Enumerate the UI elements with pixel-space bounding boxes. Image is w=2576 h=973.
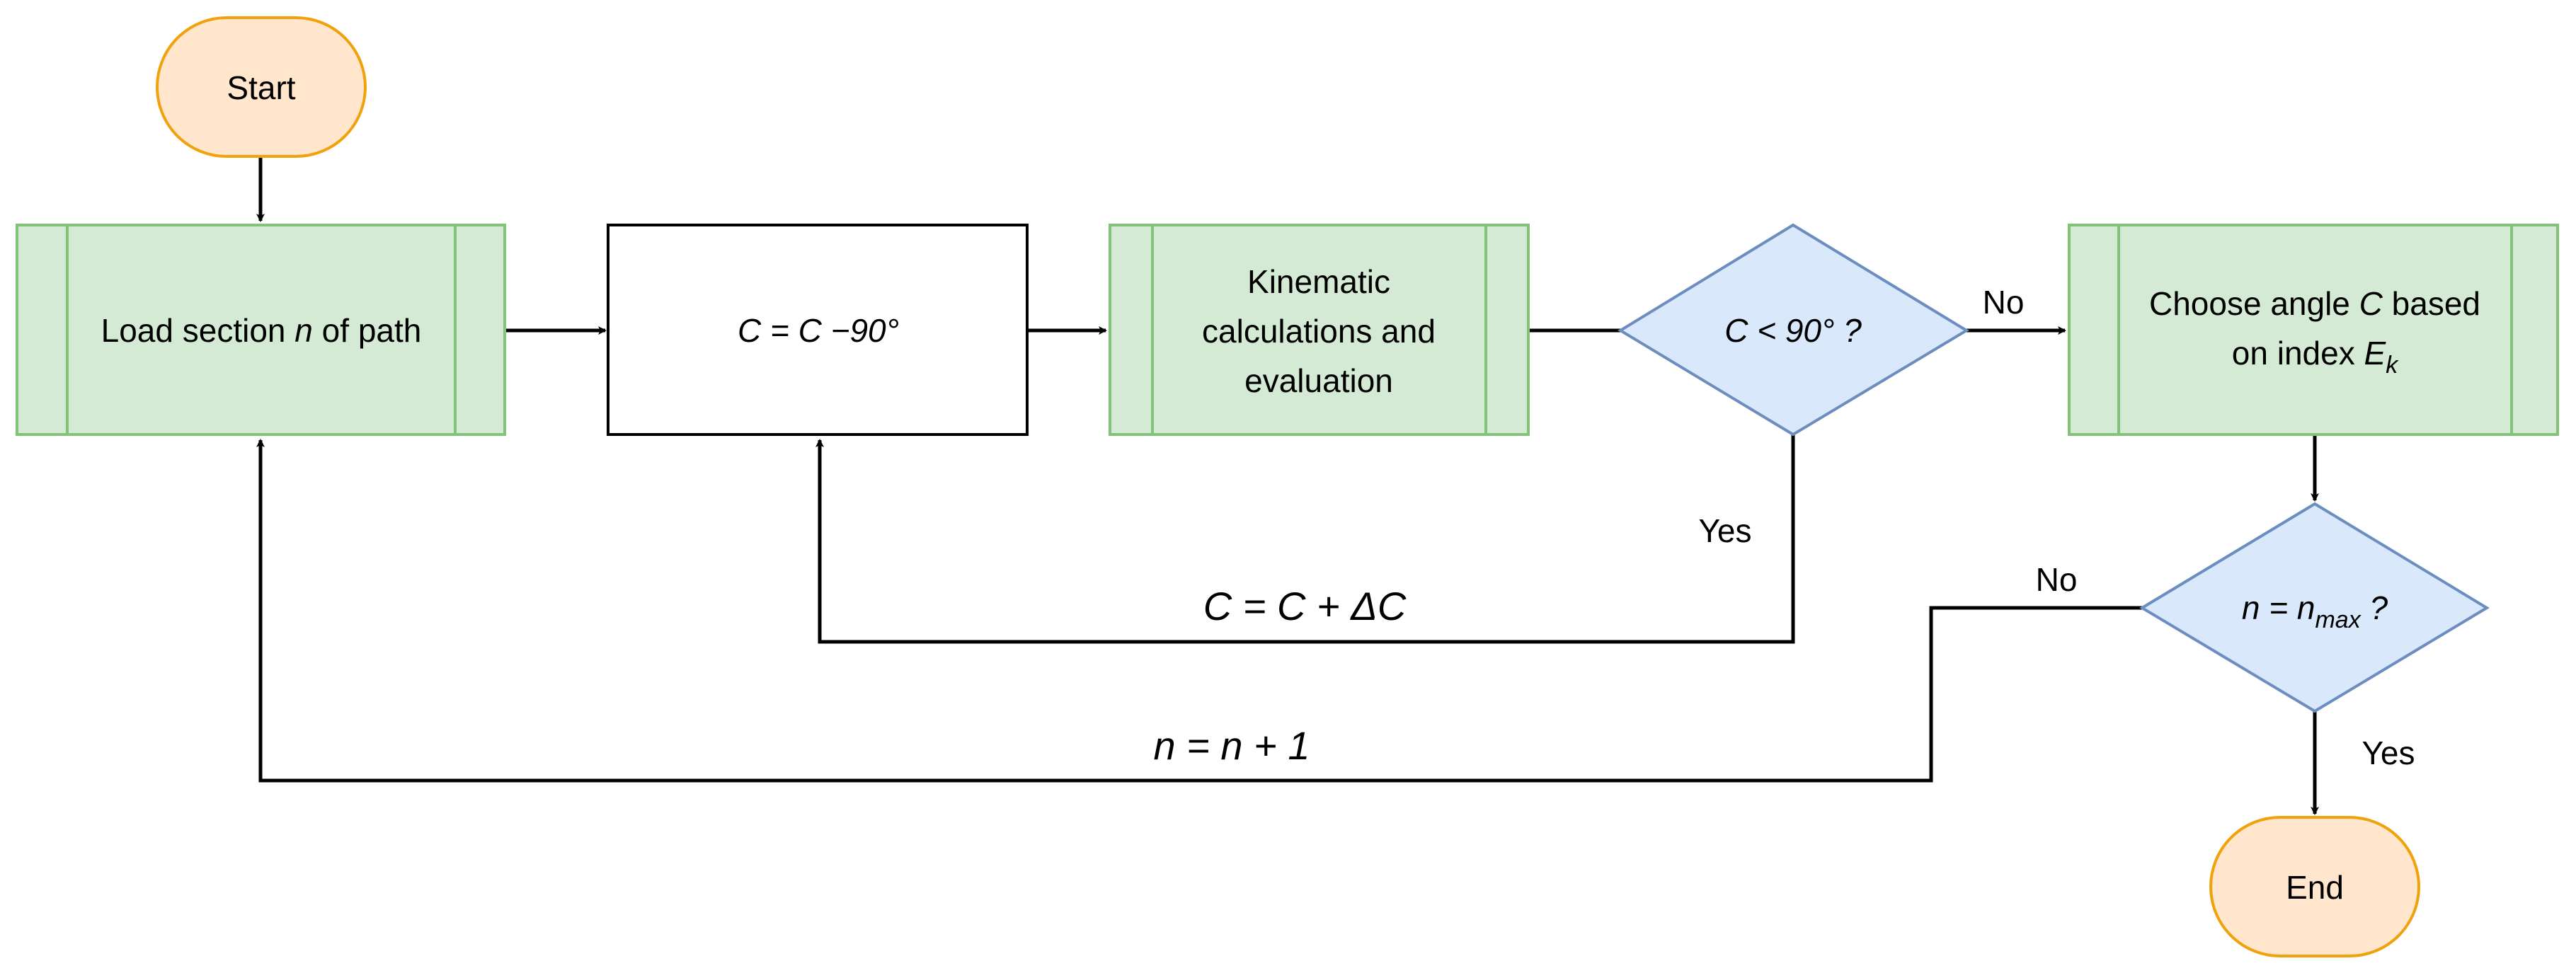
choose-angle-line2-var-e: E — [2364, 335, 2387, 372]
n-check-node: n = nmax ? — [2139, 502, 2490, 713]
choose-angle-line1-var-c: C — [2359, 285, 2383, 322]
start-terminal-shape — [156, 16, 367, 158]
end-label: End — [2286, 869, 2344, 906]
rotate-process-shape — [607, 224, 1029, 436]
kinematic-label-line-2: calculations and — [1202, 313, 1436, 350]
load-section-label: Load section n of path — [101, 312, 422, 349]
choose-angle-line1-part-1: Choose angle — [2149, 285, 2359, 322]
kinematic-node: Kinematic calculations and evaluation — [1109, 224, 1530, 436]
angle-yes-label: Yes — [1698, 512, 1751, 549]
angle-check-label: C < 90° ? — [1724, 312, 1862, 349]
n-check-label-part-1: n = n — [2242, 589, 2315, 626]
n-yes-label: Yes — [2362, 735, 2415, 771]
load-section-label-part-3: of path — [313, 312, 421, 349]
n-no-label: No — [2036, 561, 2078, 598]
end-terminal-shape — [2209, 816, 2420, 957]
edge-angle-yes-loop — [815, 434, 1795, 644]
choose-angle-line2-part-1: on index — [2232, 335, 2364, 372]
rotate-label: C = C −90° — [738, 312, 899, 349]
choose-angle-line1-part-3: based — [2383, 285, 2480, 322]
increment-c-label: C = C + ΔC — [1203, 584, 1407, 628]
angle-check-decision-shape — [1618, 223, 1969, 437]
choose-angle-label-line-2: on index Ek — [2232, 335, 2399, 379]
kinematic-label-line-3: evaluation — [1244, 362, 1393, 399]
load-section-shape — [16, 224, 506, 436]
kinematic-label-line-1: Kinematic — [1247, 263, 1390, 300]
rotate-node: C = C −90° — [607, 224, 1029, 436]
start-node: Start — [156, 16, 367, 158]
angle-no-label: No — [1983, 284, 2025, 321]
kinematic-shape — [1109, 224, 1530, 436]
load-section-label-part-1: Load section — [101, 312, 295, 349]
start-label: Start — [227, 69, 295, 106]
angle-check-node: C < 90° ? — [1618, 223, 1969, 437]
increment-n-label: n = n + 1 — [1153, 723, 1310, 768]
edges — [256, 157, 2319, 815]
load-section-label-var-n: n — [294, 312, 313, 349]
edge-labels: No Yes C = C + ΔC No Yes n = n + 1 — [1153, 284, 2415, 771]
n-check-label: n = nmax ? — [2242, 589, 2388, 633]
end-node: End — [2209, 816, 2420, 957]
choose-angle-shape — [2068, 224, 2559, 436]
choose-angle-label-line-1: Choose angle C based — [2149, 285, 2480, 322]
load-section-node: Load section n of path — [16, 224, 506, 436]
choose-angle-node: Choose angle C based on index Ek — [2068, 224, 2559, 436]
n-check-label-sub-max: max — [2315, 606, 2361, 633]
edge-n-no-loop — [256, 439, 2142, 783]
n-check-decision-shape — [2139, 502, 2490, 713]
n-check-label-part-3: ? — [2361, 589, 2388, 626]
choose-angle-line2-sub-k: k — [2386, 352, 2399, 379]
